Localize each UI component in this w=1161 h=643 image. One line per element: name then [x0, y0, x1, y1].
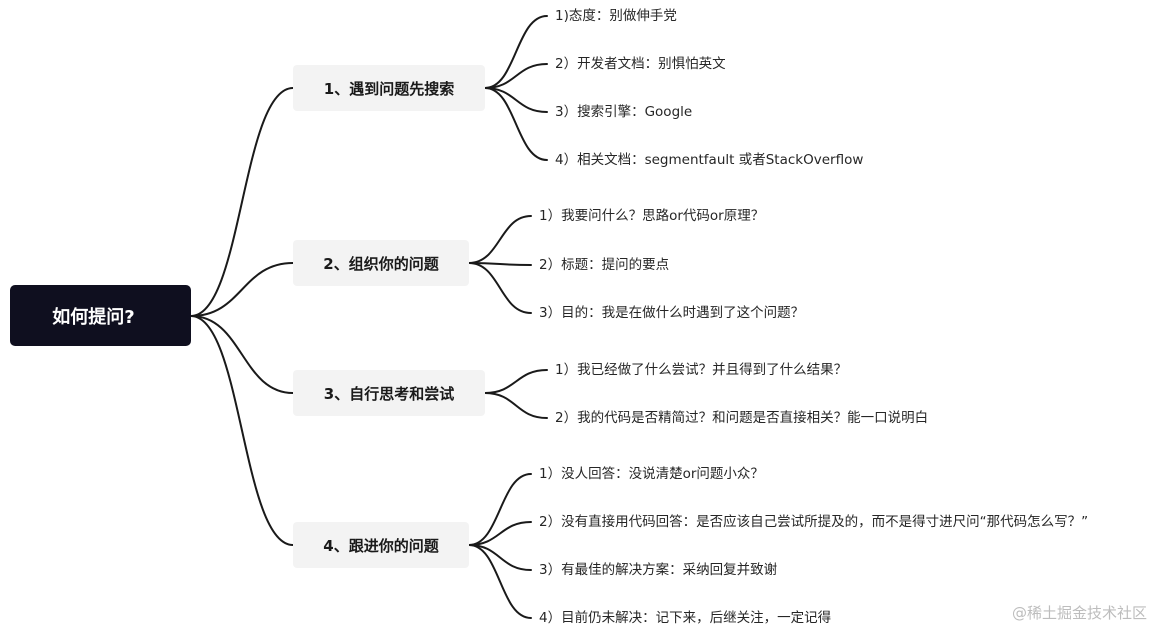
connector-line: [190, 315, 294, 394]
leaf-node[interactable]: 4）相关文档：segmentfault 或者StackOverflow: [555, 152, 864, 168]
root-node[interactable]: 如何提问?: [10, 285, 191, 346]
connector-line: [190, 262, 294, 317]
leaf-node[interactable]: 1)态度：别做伸手党: [555, 8, 677, 24]
branch-node-think-and-try[interactable]: 3、自行思考和尝试: [293, 370, 485, 416]
connector-line: [484, 63, 548, 89]
root-node-label: 如何提问?: [52, 306, 135, 328]
connector-line: [468, 215, 532, 264]
leaf-node[interactable]: 1）我要问什么？思路or代码or原理？: [539, 208, 765, 224]
connector-line: [468, 473, 532, 546]
branch-label: 3、自行思考和尝试: [323, 384, 455, 403]
branch-label: 2、组织你的问题: [323, 254, 439, 273]
connector-line: [484, 369, 548, 394]
branch-label: 4、跟进你的问题: [323, 536, 439, 555]
connector-line: [190, 87, 294, 317]
leaf-node[interactable]: 1）没人回答：没说清楚or问题小众？: [539, 466, 764, 482]
leaf-node[interactable]: 2）标题：提问的要点: [539, 257, 670, 273]
leaf-node[interactable]: 2）开发者文档：别惧怕英文: [555, 56, 726, 72]
branch-label: 1、遇到问题先搜索: [323, 79, 455, 98]
connector-line: [484, 15, 548, 89]
connector-line: [484, 87, 548, 161]
connector-line: [468, 544, 532, 619]
connector-line: [484, 87, 548, 113]
leaf-node[interactable]: 1）我已经做了什么尝试？并且得到了什么结果？: [555, 362, 848, 378]
leaf-node[interactable]: 4）目前仍未解决：记下来，后继关注，一定记得: [539, 610, 832, 626]
branch-node-follow-up[interactable]: 4、跟进你的问题: [293, 522, 469, 568]
branch-node-organize-question[interactable]: 2、组织你的问题: [293, 240, 469, 286]
connector-line: [468, 544, 532, 571]
leaf-node[interactable]: 3）有最佳的解决方案：采纳回复并致谢: [539, 562, 778, 578]
connector-line: [468, 521, 532, 546]
connector-line: [468, 262, 532, 314]
connector-line: [190, 315, 294, 546]
leaf-node[interactable]: 3）目的：我是在做什么时遇到了这个问题？: [539, 305, 805, 321]
connector-line: [484, 392, 548, 419]
leaf-node[interactable]: 2）没有直接用代码回答：是否应该自己尝试所提及的，而不是得寸进尺问“那代码怎么写…: [539, 514, 1089, 530]
leaf-node[interactable]: 3）搜索引擎：Google: [555, 104, 693, 120]
branch-node-search-first[interactable]: 1、遇到问题先搜索: [293, 65, 485, 111]
watermark: @稀土掘金技术社区: [1011, 604, 1147, 622]
leaf-node[interactable]: 2）我的代码是否精简过？和问题是否直接相关？能一口说明白: [555, 410, 929, 426]
